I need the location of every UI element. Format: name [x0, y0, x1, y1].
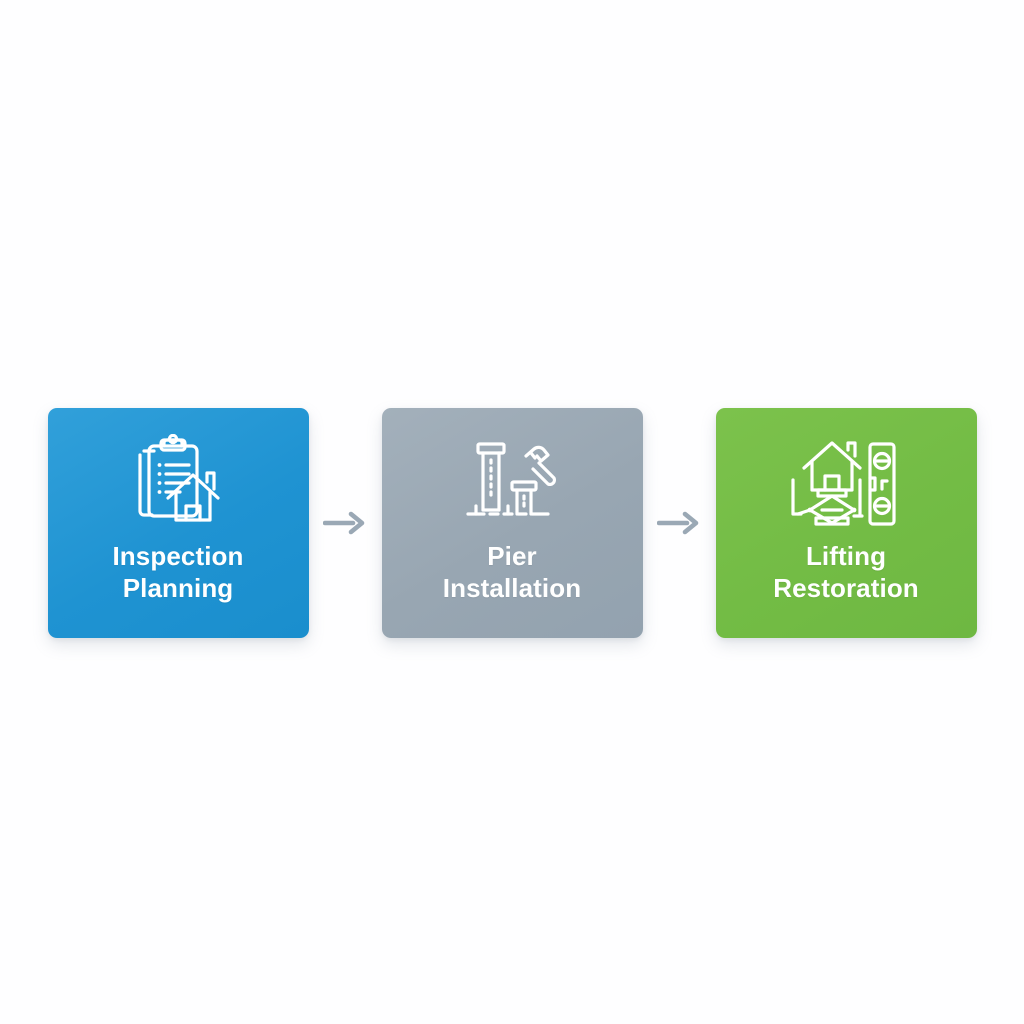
step-label-line-1: Inspection: [112, 541, 244, 571]
clipboard-checklist-house-icon: [122, 434, 234, 530]
arrow-right-icon: [657, 511, 699, 535]
flow-connector-2: [643, 408, 716, 638]
process-step-label: Lifting Restoration: [731, 540, 961, 604]
arrow-right-icon: [323, 511, 365, 535]
process-step-pier-installation[interactable]: Pier Installation: [381, 408, 643, 638]
flow-connector-1: [309, 408, 382, 638]
piers-hammer-icon: [456, 434, 568, 530]
process-step-label: Pier Installation: [397, 540, 627, 604]
house-jack-spirit-level-icon: [790, 434, 902, 530]
process-step-lifting-restoration[interactable]: Lifting Restoration: [715, 408, 977, 638]
process-flow-row: Inspection Planning: [0, 408, 1024, 638]
step-label-line-2: Installation: [442, 573, 582, 603]
process-step-inspection-planning[interactable]: Inspection Planning: [47, 408, 309, 638]
step-label-line-2: Restoration: [773, 573, 919, 603]
step-label-line-1: Lifting: [805, 541, 887, 571]
step-label-line-1: Pier: [487, 541, 537, 571]
process-step-label: Inspection Planning: [63, 540, 293, 604]
step-label-line-2: Planning: [122, 573, 234, 603]
